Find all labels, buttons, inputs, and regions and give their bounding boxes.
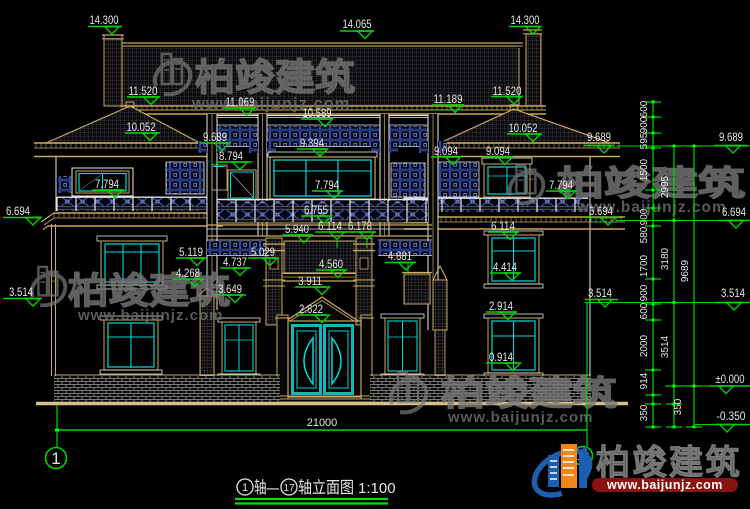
svg-text:10.052: 10.052 xyxy=(509,123,538,135)
svg-text:4.881: 4.881 xyxy=(388,251,412,263)
svg-text:2.822: 2.822 xyxy=(299,304,323,316)
svg-text:9.394: 9.394 xyxy=(300,138,325,150)
svg-text:柏竣建筑: 柏竣建筑 xyxy=(441,374,617,413)
svg-text:3.514: 3.514 xyxy=(588,288,613,300)
svg-text:6.694: 6.694 xyxy=(722,207,747,219)
svg-text:11.520: 11.520 xyxy=(493,86,522,98)
svg-text:4.560: 4.560 xyxy=(319,259,343,271)
svg-text:6.178: 6.178 xyxy=(348,221,372,233)
svg-text:10.589: 10.589 xyxy=(303,108,332,120)
svg-text:9689: 9689 xyxy=(680,259,691,282)
svg-text:595: 595 xyxy=(639,132,650,149)
svg-text:www.baijunjz.com: www.baijunjz.com xyxy=(606,478,723,492)
svg-text:11.069: 11.069 xyxy=(226,97,255,109)
svg-text:1:100: 1:100 xyxy=(358,480,396,497)
svg-text:14.300: 14.300 xyxy=(90,15,119,27)
svg-text:350: 350 xyxy=(673,398,684,415)
svg-text:2.914: 2.914 xyxy=(489,301,514,313)
svg-text:0.914: 0.914 xyxy=(489,352,514,364)
svg-text:6.114: 6.114 xyxy=(491,221,516,233)
svg-text:11.520: 11.520 xyxy=(129,86,158,98)
svg-text:轴—: 轴— xyxy=(254,478,279,497)
svg-text:1: 1 xyxy=(242,482,248,494)
svg-text:1: 1 xyxy=(51,449,60,468)
svg-text:21000: 21000 xyxy=(307,417,338,429)
svg-text:7.794: 7.794 xyxy=(315,180,340,192)
svg-text:9.689: 9.689 xyxy=(587,132,611,144)
svg-text:914: 914 xyxy=(639,372,650,389)
svg-text:3.649: 3.649 xyxy=(218,284,242,296)
svg-text:3.514: 3.514 xyxy=(721,288,746,300)
svg-text:3514: 3514 xyxy=(660,335,671,358)
svg-text:900: 900 xyxy=(639,284,650,301)
svg-text:5.029: 5.029 xyxy=(251,247,275,259)
svg-text:17: 17 xyxy=(283,483,295,494)
svg-text:柏竣建筑: 柏竣建筑 xyxy=(195,56,355,98)
svg-text:5.119: 5.119 xyxy=(179,247,203,259)
svg-text:1700: 1700 xyxy=(639,254,650,277)
svg-text:2000: 2000 xyxy=(639,334,650,357)
svg-text:9.689: 9.689 xyxy=(719,132,743,144)
svg-text:9.689: 9.689 xyxy=(203,132,227,144)
svg-text:3180: 3180 xyxy=(660,247,671,270)
svg-text:-0.350: -0.350 xyxy=(717,411,746,423)
svg-text:4.414: 4.414 xyxy=(493,262,518,274)
svg-text:5.940: 5.940 xyxy=(285,224,309,236)
svg-text:±0.000: ±0.000 xyxy=(716,374,745,386)
svg-text:6.755: 6.755 xyxy=(304,205,328,217)
svg-text:600: 600 xyxy=(639,302,650,319)
svg-text:7.794: 7.794 xyxy=(549,180,574,192)
svg-text:柏竣建筑: 柏竣建筑 xyxy=(596,443,742,482)
svg-text:柏竣建筑: 柏竣建筑 xyxy=(68,270,230,311)
svg-text:7.794: 7.794 xyxy=(95,179,120,191)
svg-text:6.694: 6.694 xyxy=(6,206,31,218)
svg-text:www.baijunjz.com: www.baijunjz.com xyxy=(447,409,593,426)
svg-text:10.052: 10.052 xyxy=(127,122,156,134)
svg-text:8.794: 8.794 xyxy=(219,151,244,163)
svg-text:4.268: 4.268 xyxy=(176,268,200,280)
svg-text:6.114: 6.114 xyxy=(318,221,343,233)
svg-text:柏竣建筑: 柏竣建筑 xyxy=(557,164,745,203)
svg-text:6.694: 6.694 xyxy=(589,206,614,218)
svg-text:350: 350 xyxy=(639,404,650,421)
svg-text:9.094: 9.094 xyxy=(434,146,459,158)
svg-text:600: 600 xyxy=(639,100,650,117)
svg-text:14.065: 14.065 xyxy=(343,19,372,31)
svg-text:1500: 1500 xyxy=(639,158,650,181)
svg-text:9.094: 9.094 xyxy=(486,146,511,158)
svg-text:3.911: 3.911 xyxy=(298,276,322,288)
svg-text:580: 580 xyxy=(639,226,650,243)
svg-text:900: 900 xyxy=(639,116,650,133)
svg-text:11.189: 11.189 xyxy=(434,94,463,106)
svg-text:www.baijunjz.com: www.baijunjz.com xyxy=(77,307,223,324)
svg-text:轴立面图: 轴立面图 xyxy=(298,478,354,497)
svg-text:2995: 2995 xyxy=(660,175,671,198)
svg-text:3.514: 3.514 xyxy=(9,287,34,299)
svg-text:900: 900 xyxy=(639,208,650,225)
svg-text:14.300: 14.300 xyxy=(511,15,540,27)
svg-text:4.737: 4.737 xyxy=(223,257,247,269)
